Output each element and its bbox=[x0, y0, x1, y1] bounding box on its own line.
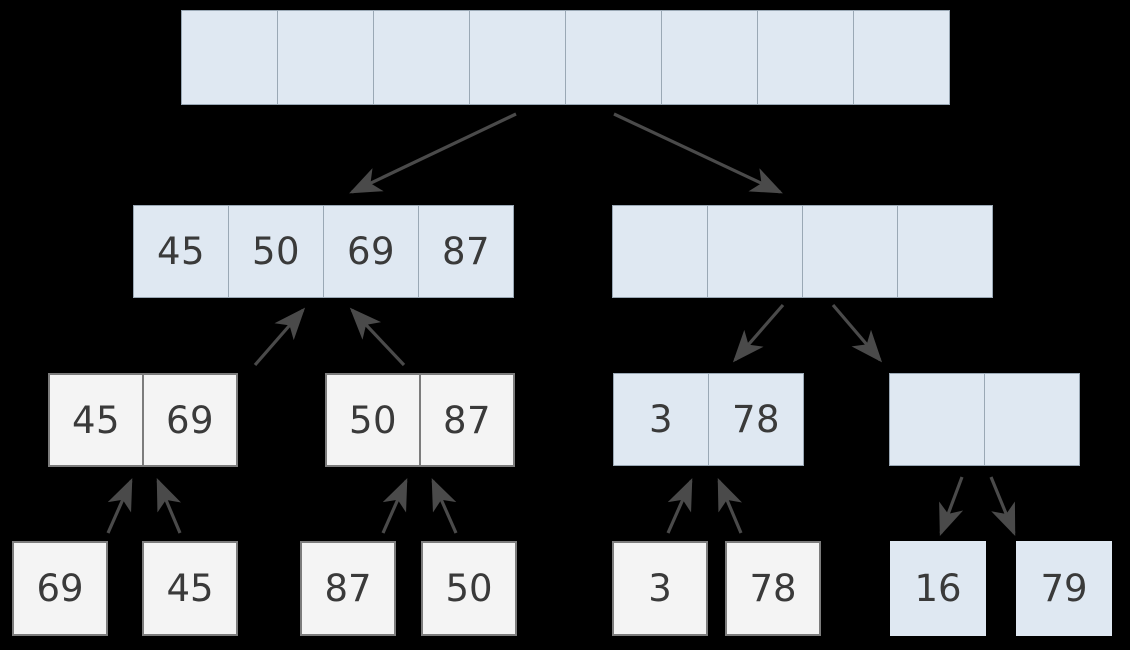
leaf-16[interactable]: 16 bbox=[890, 541, 986, 636]
arrow-to-leaf8-down bbox=[989, 476, 1016, 536]
arrow-root-to-left bbox=[349, 112, 517, 194]
arrow-right-half-to-left-pair bbox=[732, 303, 785, 363]
left-left-pair: 45 69 bbox=[48, 373, 238, 467]
root-cell-0[interactable] bbox=[181, 10, 278, 105]
root-cell-4[interactable] bbox=[565, 10, 662, 105]
root-cell-5[interactable] bbox=[661, 10, 758, 105]
arrow-to-leaf7-down bbox=[939, 476, 964, 536]
leaf-79[interactable]: 79 bbox=[1016, 541, 1112, 636]
right-left-pair-cell-1[interactable]: 78 bbox=[708, 373, 804, 466]
arrow-left-right-pair-up bbox=[349, 307, 406, 367]
leaf-50[interactable]: 50 bbox=[421, 541, 517, 636]
arrow-left-left-pair-up bbox=[253, 307, 306, 367]
right-right-pair-cell-0[interactable] bbox=[889, 373, 985, 466]
left-half-cell-2[interactable]: 69 bbox=[323, 205, 419, 298]
leaf-45[interactable]: 45 bbox=[142, 541, 238, 636]
right-right-pair-cell-1[interactable] bbox=[984, 373, 1080, 466]
left-left-pair-cell-1[interactable]: 69 bbox=[142, 373, 238, 467]
arrow-right-half-to-right-pair bbox=[831, 303, 883, 363]
right-half-cell-1[interactable] bbox=[707, 205, 803, 298]
arrow-leaf1-up bbox=[106, 478, 133, 534]
arrow-root-to-right bbox=[613, 112, 783, 194]
left-right-pair-cell-0[interactable]: 50 bbox=[325, 373, 421, 467]
right-half-array bbox=[612, 205, 993, 298]
right-half-cell-3[interactable] bbox=[897, 205, 993, 298]
root-cell-6[interactable] bbox=[757, 10, 854, 105]
leaf-3[interactable]: 3 bbox=[612, 541, 708, 636]
leaf-78[interactable]: 78 bbox=[725, 541, 821, 636]
arrow-leaf3-up bbox=[381, 478, 408, 534]
arrow-leaf6-up bbox=[717, 478, 743, 534]
leaf-69[interactable]: 69 bbox=[12, 541, 108, 636]
arrow-leaf2-up bbox=[156, 478, 182, 534]
left-half-cell-3[interactable]: 87 bbox=[418, 205, 514, 298]
arrow-leaf4-up bbox=[431, 478, 458, 534]
arrow-leaf5-up bbox=[666, 478, 693, 534]
right-half-cell-2[interactable] bbox=[802, 205, 898, 298]
left-half-cell-0[interactable]: 45 bbox=[133, 205, 229, 298]
left-right-pair-cell-1[interactable]: 87 bbox=[419, 373, 515, 467]
left-half-cell-1[interactable]: 50 bbox=[228, 205, 324, 298]
root-cell-1[interactable] bbox=[277, 10, 374, 105]
root-cell-3[interactable] bbox=[469, 10, 566, 105]
left-half-array: 45 50 69 87 bbox=[133, 205, 514, 298]
right-left-pair-cell-0[interactable]: 3 bbox=[613, 373, 709, 466]
left-left-pair-cell-0[interactable]: 45 bbox=[48, 373, 144, 467]
right-left-pair: 3 78 bbox=[613, 373, 804, 466]
root-cell-7[interactable] bbox=[853, 10, 950, 105]
right-half-cell-0[interactable] bbox=[612, 205, 708, 298]
left-right-pair: 50 87 bbox=[325, 373, 515, 467]
root-array bbox=[181, 10, 950, 105]
leaf-87[interactable]: 87 bbox=[300, 541, 396, 636]
root-cell-2[interactable] bbox=[373, 10, 470, 105]
right-right-pair bbox=[889, 373, 1080, 466]
